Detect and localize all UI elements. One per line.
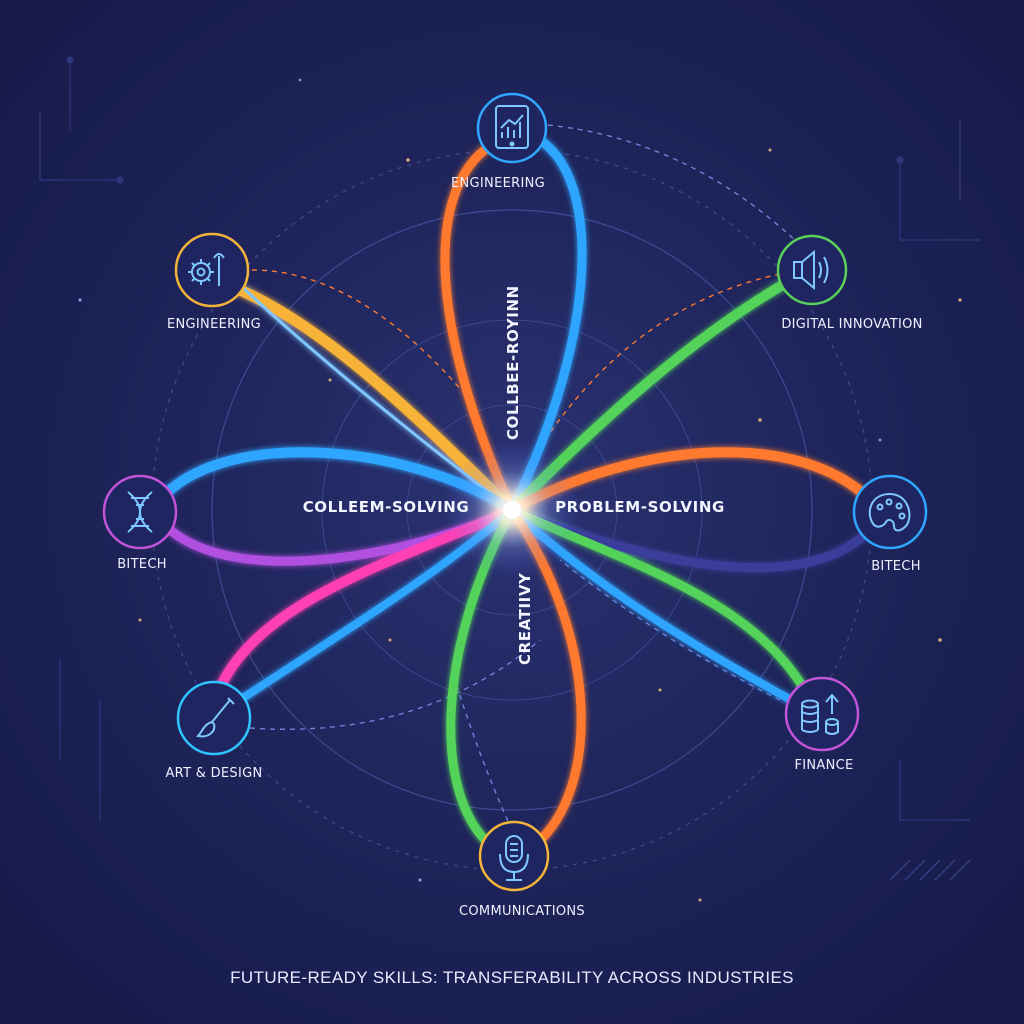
strand-top-orange <box>440 135 517 515</box>
node-top[interactable]: ENGINEERING <box>451 92 548 191</box>
skill-label-bottom: CREATIIVY <box>516 572 534 665</box>
node-upper-left[interactable]: ENGINEERING <box>167 232 261 332</box>
paintbrush-icon <box>195 697 235 738</box>
node-bottom[interactable]: COMMUNICATIONS <box>459 820 585 919</box>
coins-arrow-icon <box>801 693 839 735</box>
strand-top-blue <box>507 135 587 515</box>
tablet-chart-icon <box>495 105 529 149</box>
skill-label-right: PROBLEM-SOLVING <box>555 498 725 516</box>
dna-icon <box>127 491 153 533</box>
node-lower-right[interactable]: FINANCE <box>784 676 860 773</box>
node-lower-left[interactable]: ART & DESIGN <box>165 680 262 781</box>
dashed-connectors <box>249 124 801 831</box>
node-label: ART & DESIGN <box>165 766 262 781</box>
node-label: ENGINEERING <box>167 317 261 332</box>
node-label: COMMUNICATIONS <box>459 904 585 919</box>
node-left[interactable]: BITECH <box>102 474 178 572</box>
star-dots <box>78 78 962 902</box>
node-upper-right[interactable]: DIGITAL INNOVATION <box>776 234 923 332</box>
skill-label-top: COLLBEE-ROYINN <box>504 285 522 440</box>
node-label: BITECH <box>117 557 167 572</box>
gear-wrench-icon <box>188 253 225 286</box>
diagram-caption: FUTURE-READY SKILLS: TRANSFERABILITY ACR… <box>230 968 794 987</box>
node-label: FINANCE <box>794 758 853 773</box>
center-core <box>503 501 521 519</box>
node-label: ENGINEERING <box>451 176 545 191</box>
palette-icon <box>868 492 911 532</box>
node-right[interactable]: BITECH <box>852 474 928 574</box>
node-label: DIGITAL INNOVATION <box>781 317 922 332</box>
speaker-icon <box>793 249 829 291</box>
circuit-decoration <box>39 56 980 881</box>
node-label: BITECH <box>871 559 921 574</box>
microphone-icon <box>499 835 529 881</box>
skill-label-left: COLLEEM-SOLVING <box>303 498 470 516</box>
